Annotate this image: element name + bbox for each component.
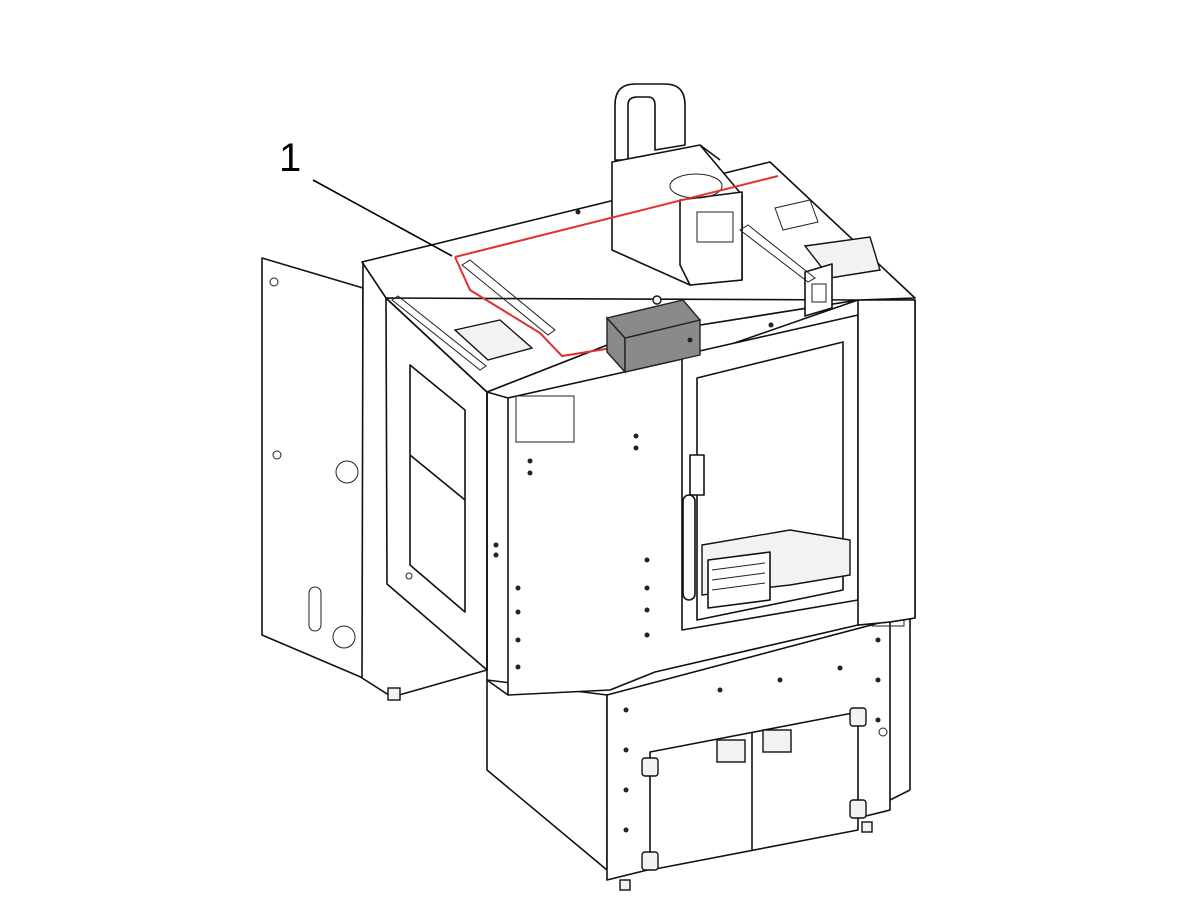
highlighted-cable <box>454 175 779 358</box>
fastener-dots <box>493 209 881 833</box>
callout-leader-line <box>312 179 453 257</box>
top-rails <box>391 224 816 371</box>
spindle-head <box>611 83 743 286</box>
base-cabinet <box>486 611 911 891</box>
callout-number-1: 1 <box>279 136 302 180</box>
left-open-door <box>261 257 364 679</box>
interior-machinery <box>682 454 851 609</box>
highlighted-electrical-box <box>605 295 702 374</box>
left-side-wall <box>361 261 488 701</box>
